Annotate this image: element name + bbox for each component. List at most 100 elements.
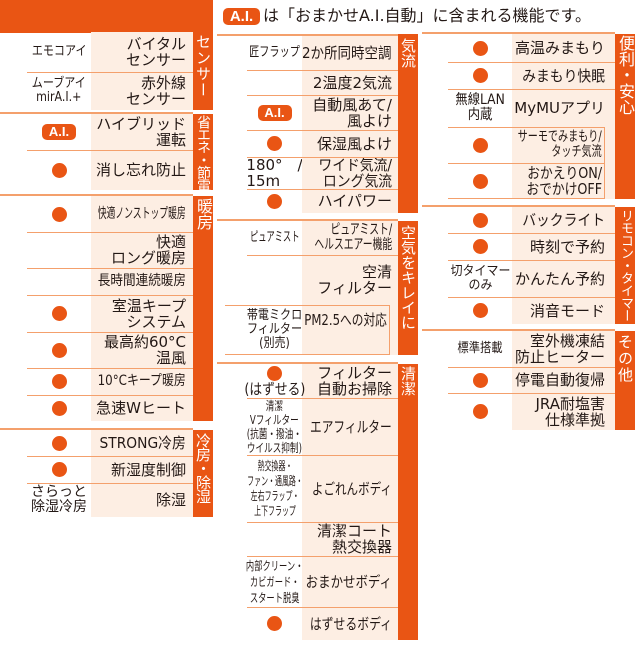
- feature-cell: 高温みまもり: [512, 34, 615, 62]
- dot-icon: [51, 162, 67, 178]
- section-cleanliness: (はずせる) フィルター 自動お掃除 清潔 Vフィルター (抗菌・撥油・ ウイル…: [217, 362, 418, 640]
- ai-badge-icon: A.I.: [42, 124, 76, 140]
- dot-icon: [472, 212, 488, 228]
- dot-icon: [472, 239, 488, 254]
- feature-cell: 室温キープ システム: [91, 295, 193, 332]
- feature-row: 保湿風よけ: [217, 130, 398, 157]
- dot-icon: [472, 173, 488, 189]
- feature-name: 時刻で予約: [529, 237, 605, 256]
- feature-row-nested: サーモでみまもり/ タッチ気流: [422, 127, 615, 163]
- ai-badge-icon: A.I.: [257, 104, 292, 121]
- feature-row: はずせるボディ: [217, 607, 398, 640]
- mark-cell: 切タイマー のみ: [422, 260, 512, 297]
- feature-cell: 長時間連続暖房: [91, 268, 193, 295]
- model-note: 無線LAN 内蔵: [455, 92, 505, 123]
- feature-row: 急速Wヒート: [0, 395, 193, 421]
- option-note: 帯電ミクロ フィルター (別売): [246, 308, 303, 351]
- category-label: その他: [615, 331, 635, 430]
- feature-name: 最高約60°C 温風: [103, 333, 186, 367]
- feature-name: 2温度2気流: [312, 73, 392, 92]
- component-note: 清潔 Vフィルター (抗菌・撥油・ ウイルス抑制): [246, 398, 303, 455]
- feature-name: 快適ノンストップ暖房: [97, 205, 186, 222]
- mark-cell: [0, 196, 91, 232]
- feature-row: (はずせる) フィルター 自動お掃除: [217, 364, 398, 398]
- feature-row: 室温キープ システム: [0, 295, 193, 332]
- feature-row: 新湿度制御: [0, 456, 193, 483]
- feature-name: 快適 ロング暖房: [110, 233, 186, 267]
- feature-row: バックライト: [422, 207, 615, 233]
- dot-icon: [51, 435, 67, 451]
- feature-row: ハイパワー: [217, 189, 398, 213]
- model-note: ピュアミスト: [249, 230, 300, 245]
- category-label: 便利・安心: [615, 34, 635, 199]
- spec-note: 180° / 15m: [246, 156, 303, 190]
- section-airflow: 匠フラップ 2か所同時空調 2温度2気流 A.I. 自動風あて/ 風よけ 保湿風…: [217, 34, 418, 213]
- feature-name: 消し忘れ防止: [95, 161, 186, 179]
- mark-cell: [422, 127, 512, 163]
- feature-name: 消音モード: [529, 301, 605, 320]
- feature-cell: 新湿度制御: [91, 456, 193, 483]
- category-label: 気流: [398, 34, 418, 213]
- nested-feature-group: 帯電ミクロ フィルター (別売) PM2.5への対応: [217, 305, 398, 355]
- mark-cell: [422, 233, 512, 260]
- feature-row: A.I. ハイブリッド 運転: [0, 114, 193, 150]
- mark-cell: 無線LAN 内蔵: [422, 89, 512, 127]
- model-note: ムーブアイ mirA.I.+: [31, 76, 87, 105]
- header-band: [0, 0, 213, 33]
- mark-cell: [0, 430, 91, 456]
- feature-name: 10°Cキープ暖房: [97, 373, 186, 389]
- dot-icon: [267, 193, 282, 209]
- mark-cell: A.I.: [217, 95, 302, 130]
- section-remote-timer: バックライト 時刻で予約 切タイマー のみ かんたん予約 消音モード リモコン・…: [422, 205, 635, 324]
- feature-cell: ハイブリッド 運転: [91, 114, 193, 150]
- feature-cell: ハイパワー: [302, 189, 398, 213]
- section-sensor: エモコアイ バイタル センサー ムーブアイ mirA.I.+ 赤外線 センサー …: [0, 32, 213, 110]
- feature-name: STRONG冷房: [99, 434, 186, 452]
- mark-cell: [217, 189, 302, 213]
- feature-name: おかえりON/ おでかけOFF: [526, 164, 602, 198]
- section-convenience-safety: 高温みまもり みまもり快眠 無線LAN 内蔵 MyMUアプリ サーモでみまもり/…: [422, 32, 635, 199]
- feature-row: 10°Cキープ暖房: [0, 368, 193, 395]
- feature-name: 自動風あて/ 風よけ: [312, 95, 392, 130]
- component-note: 内部クリーン・ カビガード・ スタート脱臭: [245, 558, 304, 605]
- mark-cell: ピュアミスト: [217, 221, 302, 255]
- feature-name: よごれんボディ: [311, 479, 392, 498]
- feature-cell: 2温度2気流: [302, 70, 398, 95]
- feature-name: おまかせボディ: [305, 572, 392, 591]
- mark-cell: 内部クリーン・ カビガード・ スタート脱臭: [217, 556, 304, 607]
- mark-cell: 標準搭載: [422, 331, 512, 367]
- mark-cell: [0, 150, 91, 190]
- mark-cell: [217, 130, 302, 157]
- dot-icon: [51, 342, 67, 358]
- feature-row: 清潔 Vフィルター (抗菌・撥油・ ウイルス抑制) エアフィルター: [217, 398, 398, 455]
- feature-row: 2温度2気流: [217, 70, 398, 95]
- section-heating: 快適ノンストップ暖房 快適 ロング暖房 長時間連続暖房 室温キープ システム 最…: [0, 194, 213, 421]
- feature-cell: 快適 ロング暖房: [91, 232, 193, 268]
- mark-cell: 180° / 15m: [217, 157, 302, 189]
- feature-name: 新湿度制御: [110, 460, 186, 479]
- feature-row: 消音モード: [422, 297, 615, 324]
- feature-row: みまもり快眠: [422, 62, 615, 89]
- feature-name: JRA耐塩害 仕様準拠: [535, 394, 606, 429]
- feature-cell: バックライト: [512, 207, 615, 233]
- model-note: 切タイマー のみ: [450, 263, 510, 293]
- feature-cell: MyMUアプリ: [512, 89, 615, 127]
- dot-icon: [472, 40, 488, 56]
- feature-row: エモコアイ バイタル センサー: [0, 32, 193, 72]
- mark-cell: [0, 456, 91, 483]
- feature-cell: 清潔コート 熱交換器: [302, 522, 398, 556]
- feature-cell: 保湿風よけ: [302, 130, 398, 157]
- feature-cell: エアフィルター: [302, 398, 398, 455]
- mark-cell: [422, 62, 512, 89]
- feature-row: 熱交換器・ ファン・通風路・ 左右フラップ・ 上下フラップ よごれんボディ: [217, 455, 398, 522]
- feature-cell: 室外機凍結 防止ヒーター: [512, 331, 615, 367]
- feature-name: MyMUアプリ: [514, 99, 605, 117]
- mark-cell-empty: [0, 232, 91, 268]
- feature-cell: 停電自動復帰: [512, 367, 615, 393]
- category-label: 清潔: [398, 364, 418, 640]
- feature-cell: 自動風あて/ 風よけ: [302, 95, 398, 130]
- component-note: 熱交換器・ ファン・通風路・ 左右フラップ・ 上下フラップ: [246, 458, 303, 518]
- feature-name: 赤外線 センサー: [125, 74, 186, 108]
- feature-cell: 最高約60°C 温風: [91, 332, 193, 368]
- dot-icon: [51, 206, 67, 222]
